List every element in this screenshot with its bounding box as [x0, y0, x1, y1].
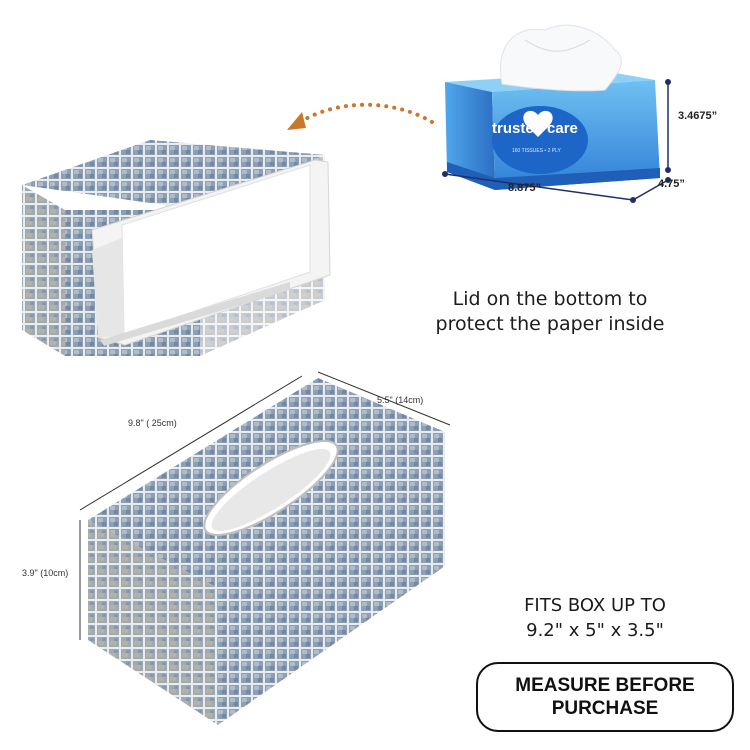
fits-caption-line2: 9.2" x 5" x 3.5": [526, 620, 664, 641]
measure-badge-line1: MEASURE BEFORE: [515, 675, 695, 696]
cover-dimension-lines: [79, 371, 451, 640]
fits-caption: FITS BOX UP TO 9.2" x 5" x 3.5": [490, 593, 700, 643]
tissue-brand: trusted care: [492, 120, 578, 137]
closed-mosaic-cover: [88, 378, 445, 725]
tissue-width-label: 4.75”: [658, 178, 685, 190]
cover-length-label: 9.8" ( 25cm): [128, 418, 177, 428]
open-mosaic-box: [22, 140, 331, 356]
tissue-length-label: 8.875”: [508, 182, 542, 194]
lid-caption-line1: Lid on the bottom to: [452, 288, 648, 310]
fits-caption-line1: FITS BOX UP TO: [524, 595, 666, 616]
tissue-box-illustration: [445, 24, 660, 190]
lid-caption-line2: protect the paper inside: [435, 313, 665, 335]
measure-badge-line2: PURCHASE: [551, 698, 659, 719]
dotted-arrow: [287, 102, 434, 130]
cover-height-label: 3.9" (10cm): [22, 568, 69, 578]
cover-width-label: 5.5" (14cm): [377, 395, 424, 405]
tissue-subtitle: 160 TISSUES • 2 PLY: [512, 148, 561, 154]
tissue-height-label: 3.4675”: [678, 110, 718, 122]
measure-before-purchase-badge: MEASURE BEFORE PURCHASE: [476, 662, 734, 732]
tissue-dimension-lines: [442, 79, 671, 203]
lid-caption: Lid on the bottom to protect the paper i…: [395, 287, 705, 337]
